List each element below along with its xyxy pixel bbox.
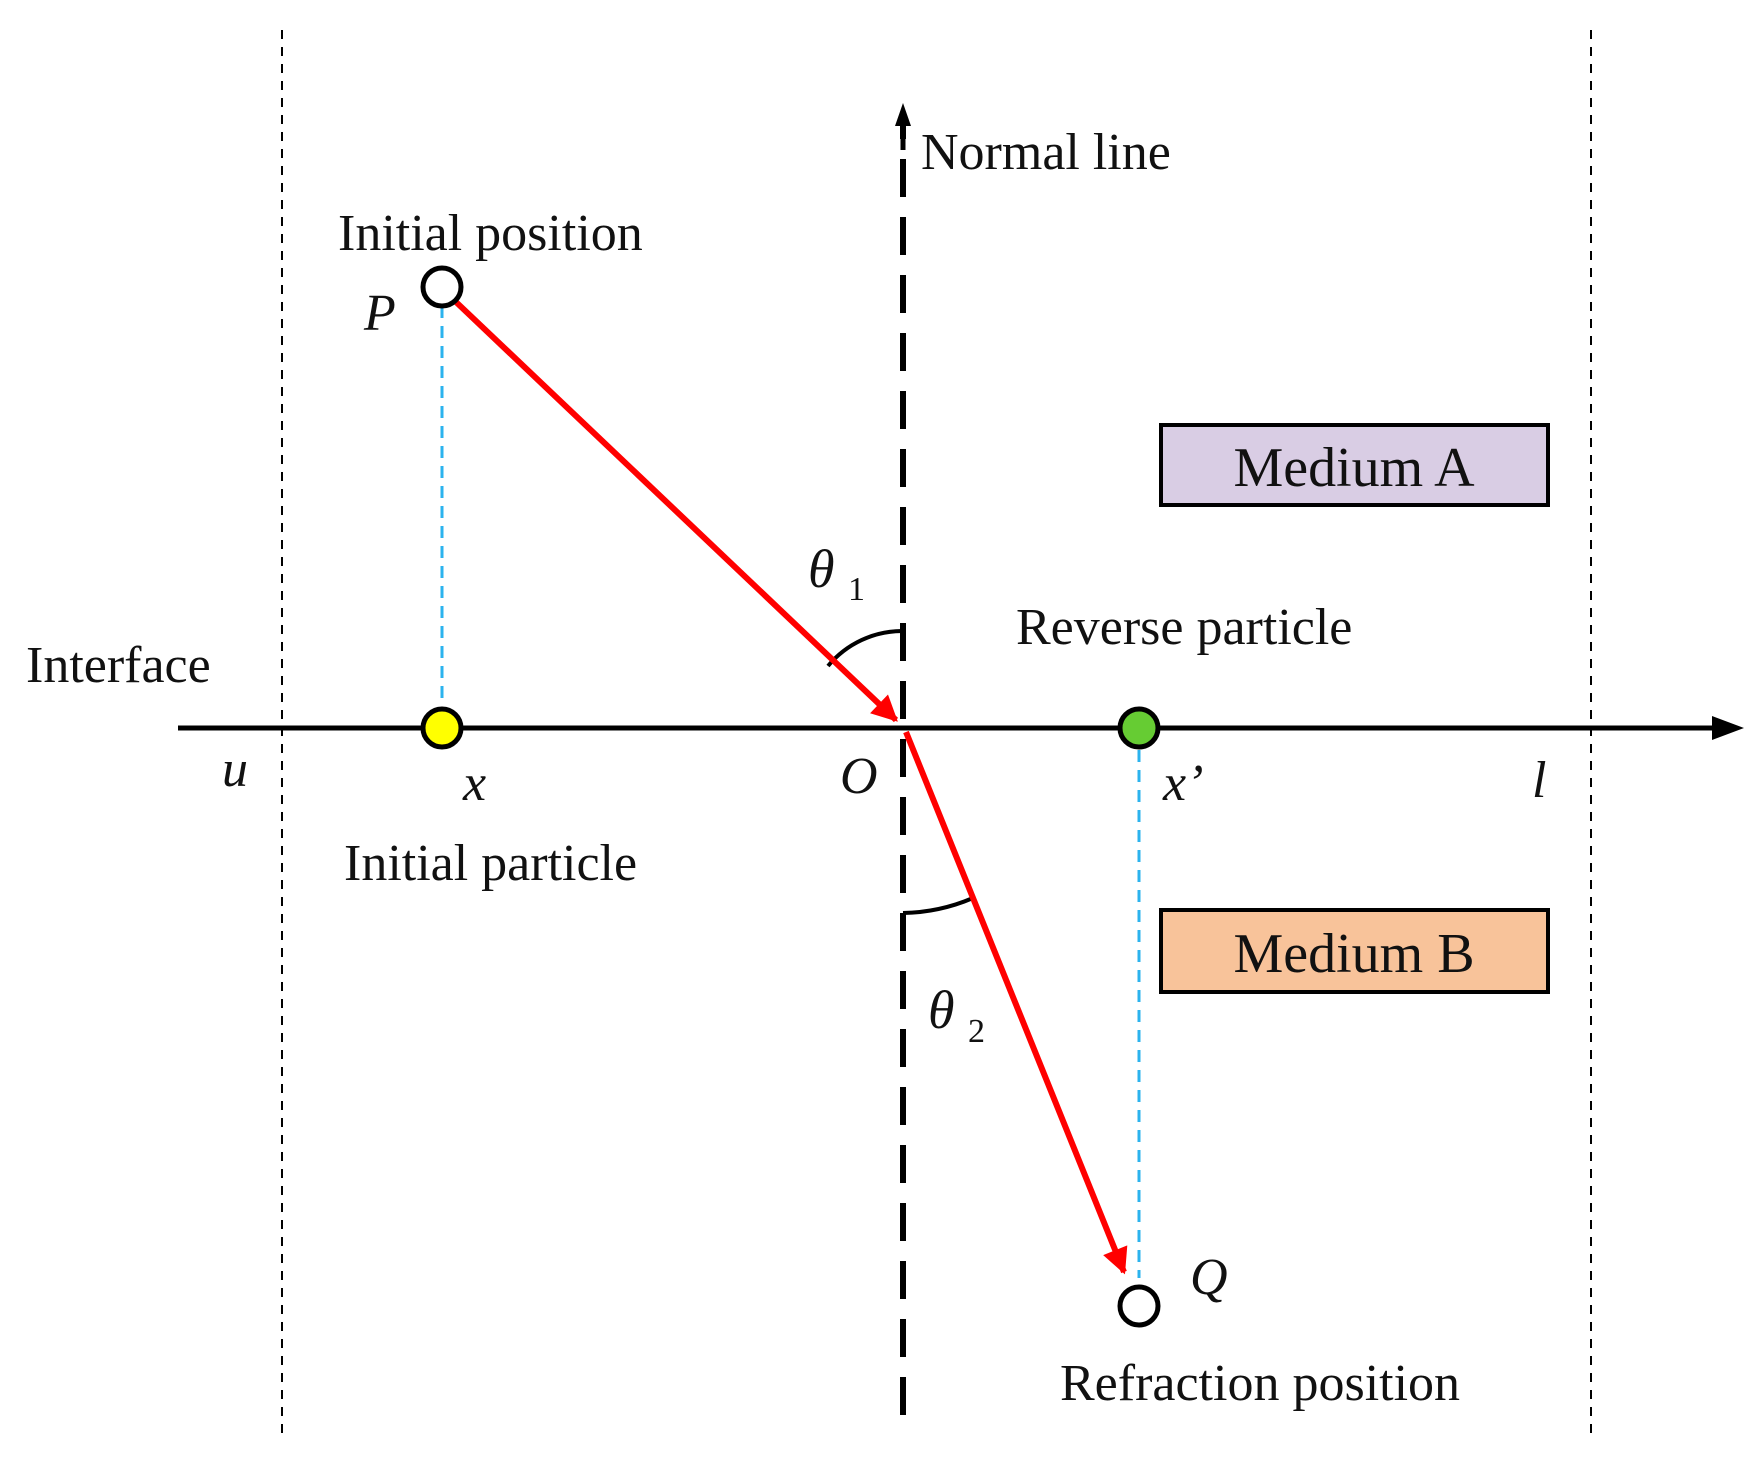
medium-a-box <box>1159 423 1550 507</box>
medium-a-label: Medium A <box>1233 437 1475 499</box>
interface-axis-arrowhead <box>1712 716 1744 740</box>
normal-line-label: Normal line <box>921 124 1171 181</box>
initial-position-label: Initial position <box>338 205 643 262</box>
refracted-ray <box>903 730 1128 1275</box>
medium-b-box <box>1159 908 1550 994</box>
refraction-position-label: Refraction position <box>1060 1355 1460 1412</box>
interface-label: Interface <box>26 637 211 694</box>
theta1-symbol: θ <box>808 539 835 599</box>
x-prime-label: x’ <box>1162 755 1203 812</box>
x-label: x <box>462 755 486 812</box>
point-q-label: Q <box>1190 1249 1228 1306</box>
medium-b-label: Medium B <box>1233 923 1474 985</box>
reverse-particle-label: Reverse particle <box>1016 599 1352 656</box>
theta2-subscript: 2 <box>968 1013 985 1050</box>
normal-line-arrowhead <box>895 103 911 126</box>
point-p-label: P <box>363 285 396 342</box>
theta1-arc <box>826 628 904 668</box>
theta1-subscript: 1 <box>848 571 865 608</box>
incident-ray <box>453 299 899 723</box>
point-q-marker <box>1117 1284 1161 1328</box>
initial-particle-label: Initial particle <box>344 835 637 892</box>
point-p-marker <box>420 265 464 309</box>
origin-label: O <box>840 748 878 805</box>
theta2-arc <box>902 896 974 915</box>
initial-particle-marker <box>420 706 464 750</box>
reverse-particle-marker <box>1117 706 1161 750</box>
l-label: l <box>1532 752 1546 809</box>
theta2-symbol: θ <box>928 980 955 1040</box>
u-label: u <box>222 741 248 798</box>
